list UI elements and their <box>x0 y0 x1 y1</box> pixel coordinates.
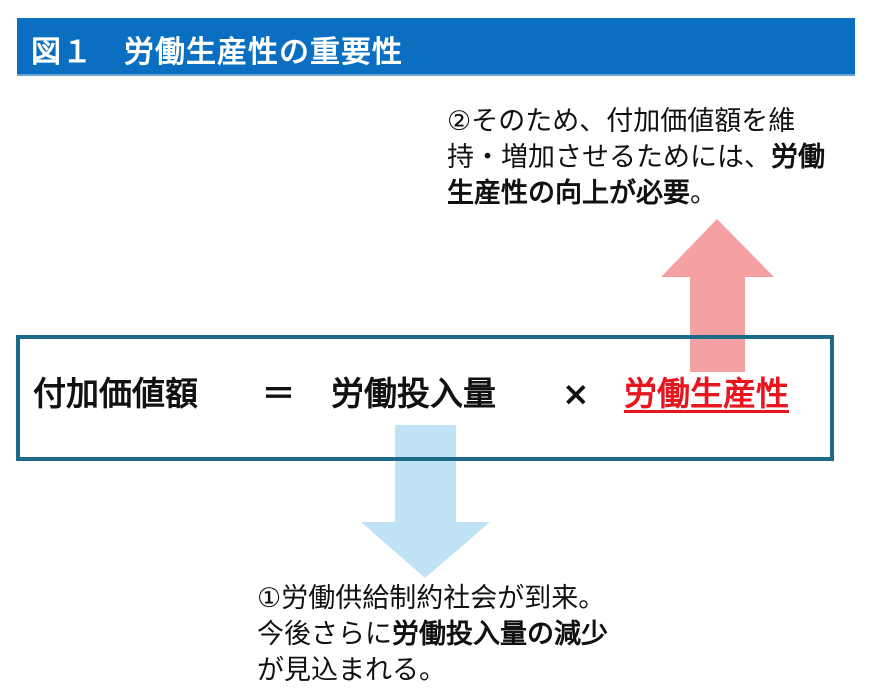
formula-term-value-added: 付加価値額 <box>33 374 198 413</box>
note-top: ②そのため、付加価値額を維 持・増加させるためには、労働 生産性の向上が必要。 <box>447 104 825 212</box>
note-bottom-line-2-bold: 労働投入量の減少 <box>392 619 608 650</box>
formula-term-labor-productivity: 労働生産性 <box>624 374 789 413</box>
note-bottom-line-2: 今後さらに労働投入量の減少 <box>257 617 608 653</box>
formula-times-sign: × <box>562 374 590 413</box>
note-top-line-2: 持・増加させるためには、労働 <box>447 140 825 176</box>
down-arrow <box>361 425 490 578</box>
note-top-line-2-text: 持・増加させるためには、 <box>447 142 771 173</box>
note-bottom-line-3: が見込まれる。 <box>257 655 446 686</box>
up-arrow <box>661 219 774 372</box>
note-top-line-3-text: 。 <box>690 178 717 209</box>
note-top-line-3: 生産性の向上が必要。 <box>447 176 825 212</box>
note-top-line-1: ②そのため、付加価値額を維 <box>447 106 796 137</box>
figure-title: 図１ 労働生産性の重要性 <box>31 35 403 70</box>
formula-term-labor-input: 労働投入量 <box>331 374 496 413</box>
formula-box <box>16 335 834 461</box>
note-bottom: ①労働供給制約社会が到来。 今後さらに労働投入量の減少 が見込まれる。 <box>257 581 608 689</box>
note-bottom-line-2-text: 今後さらに <box>257 619 392 650</box>
formula-equals-sign: ＝ <box>262 374 295 413</box>
note-top-line-3-bold: 生産性の向上が必要 <box>447 178 690 209</box>
title-bar: 図１ 労働生産性の重要性 <box>17 18 855 76</box>
note-top-line-2-bold: 労働 <box>771 142 825 173</box>
note-bottom-line-1: ①労働供給制約社会が到来。 <box>257 583 606 614</box>
